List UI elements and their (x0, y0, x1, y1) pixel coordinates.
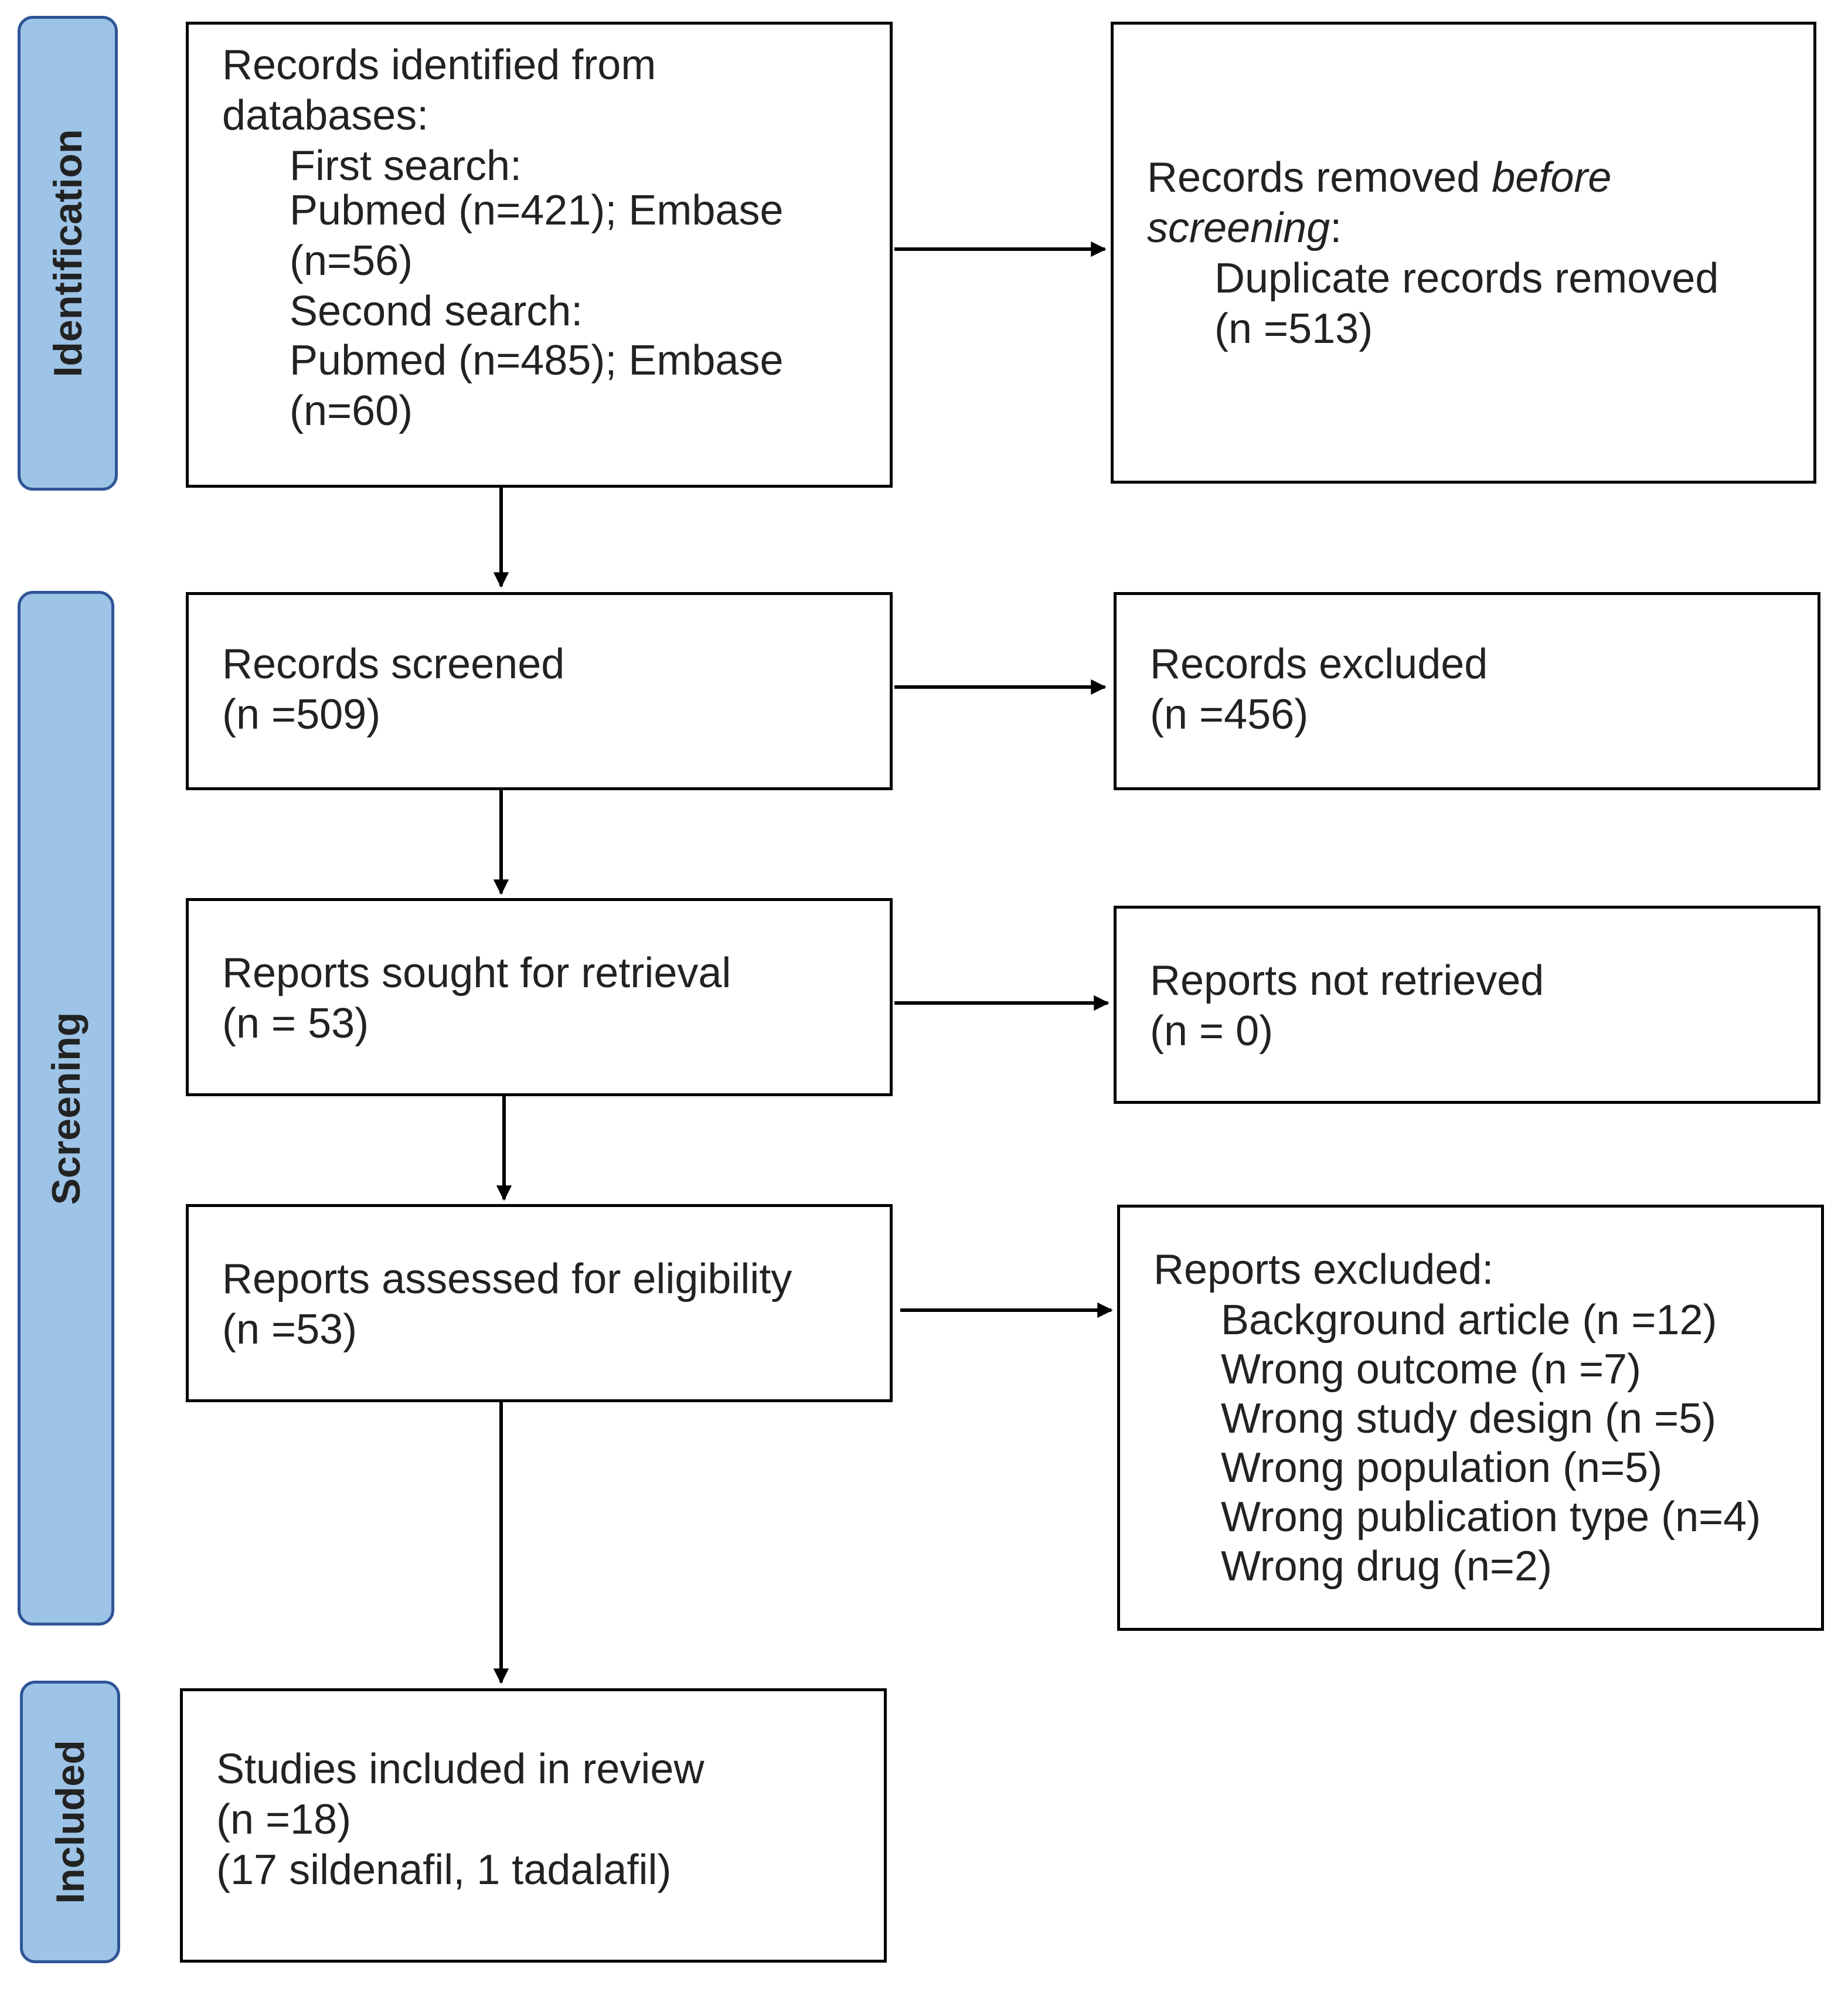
identified-title-2: databases: (222, 92, 429, 139)
removed-label-italic-1: before (1492, 154, 1612, 201)
reports-excluded-box: Reports excluded: Background article (n … (1117, 1205, 1824, 1631)
included-label: Studies included in review (216, 1746, 705, 1793)
identified-second-counts-2: (n=60) (290, 387, 413, 434)
reports-assessed-box: Reports assessed for eligibility (n =53) (186, 1204, 893, 1402)
assessed-count: (n =53) (222, 1306, 358, 1353)
removed-label-colon: : (1330, 205, 1342, 251)
screened-label: Records screened (222, 641, 565, 688)
exclusion-reason: Wrong publication type (n=4) (1221, 1494, 1761, 1541)
removed-label-line-1: Records removed before (1147, 152, 1611, 203)
sought-label: Reports sought for retrieval (222, 950, 731, 997)
identified-second-counts-1: Pubmed (n=485); Embase (290, 337, 784, 384)
records-removed-box: Records removed before screening: Duplic… (1111, 22, 1816, 484)
not-retrieved-label: Reports not retrieved (1150, 957, 1544, 1004)
excluded-label: Records excluded (1150, 641, 1488, 688)
assessed-label: Reports assessed for eligibility (222, 1256, 792, 1303)
phase-included: Included (20, 1681, 120, 1963)
records-excluded-box: Records excluded (n =456) (1114, 592, 1820, 790)
reports-sought-box: Reports sought for retrieval (n = 53) (186, 898, 893, 1096)
not-retrieved-count: (n = 0) (1150, 1008, 1274, 1055)
removed-label-plain: Records removed (1147, 154, 1492, 201)
included-detail: (17 sildenafil, 1 tadalafil) (216, 1847, 672, 1893)
exclusion-reason: Background article (n =12) (1221, 1297, 1717, 1344)
removed-count: (n =513) (1214, 305, 1373, 352)
identified-first-label: First search: (290, 142, 522, 189)
sought-count: (n = 53) (222, 1000, 369, 1047)
records-identified-box: Records identified from databases: First… (186, 22, 893, 488)
removed-label-italic-2: screening (1147, 205, 1330, 251)
exclusion-reason: Wrong study design (n =5) (1221, 1395, 1717, 1442)
phase-identification: Identification (18, 16, 118, 491)
identified-first-counts-2: (n=56) (290, 237, 413, 284)
identified-title-1: Records identified from (222, 42, 656, 89)
records-screened-box: Records screened (n =509) (186, 592, 893, 790)
included-count: (n =18) (216, 1796, 352, 1843)
excluded-count: (n =456) (1150, 691, 1309, 738)
removed-item: Duplicate records removed (1214, 255, 1719, 302)
reports-not-retrieved-box: Reports not retrieved (n = 0) (1114, 906, 1820, 1104)
exclusion-reason: Wrong population (n=5) (1221, 1444, 1663, 1491)
reports-excluded-label: Reports excluded: (1153, 1246, 1494, 1293)
identified-second-label: Second search: (290, 288, 583, 335)
exclusion-reason: Wrong drug (n=2) (1221, 1543, 1552, 1590)
phase-screening: Screening (18, 591, 114, 1626)
screened-count: (n =509) (222, 691, 381, 738)
studies-included-box: Studies included in review (n =18) (17 s… (180, 1688, 887, 1963)
removed-label-line-2: screening: (1147, 203, 1342, 253)
exclusion-reason: Wrong outcome (n =7) (1221, 1346, 1642, 1393)
identified-first-counts-1: Pubmed (n=421); Embase (290, 187, 784, 234)
